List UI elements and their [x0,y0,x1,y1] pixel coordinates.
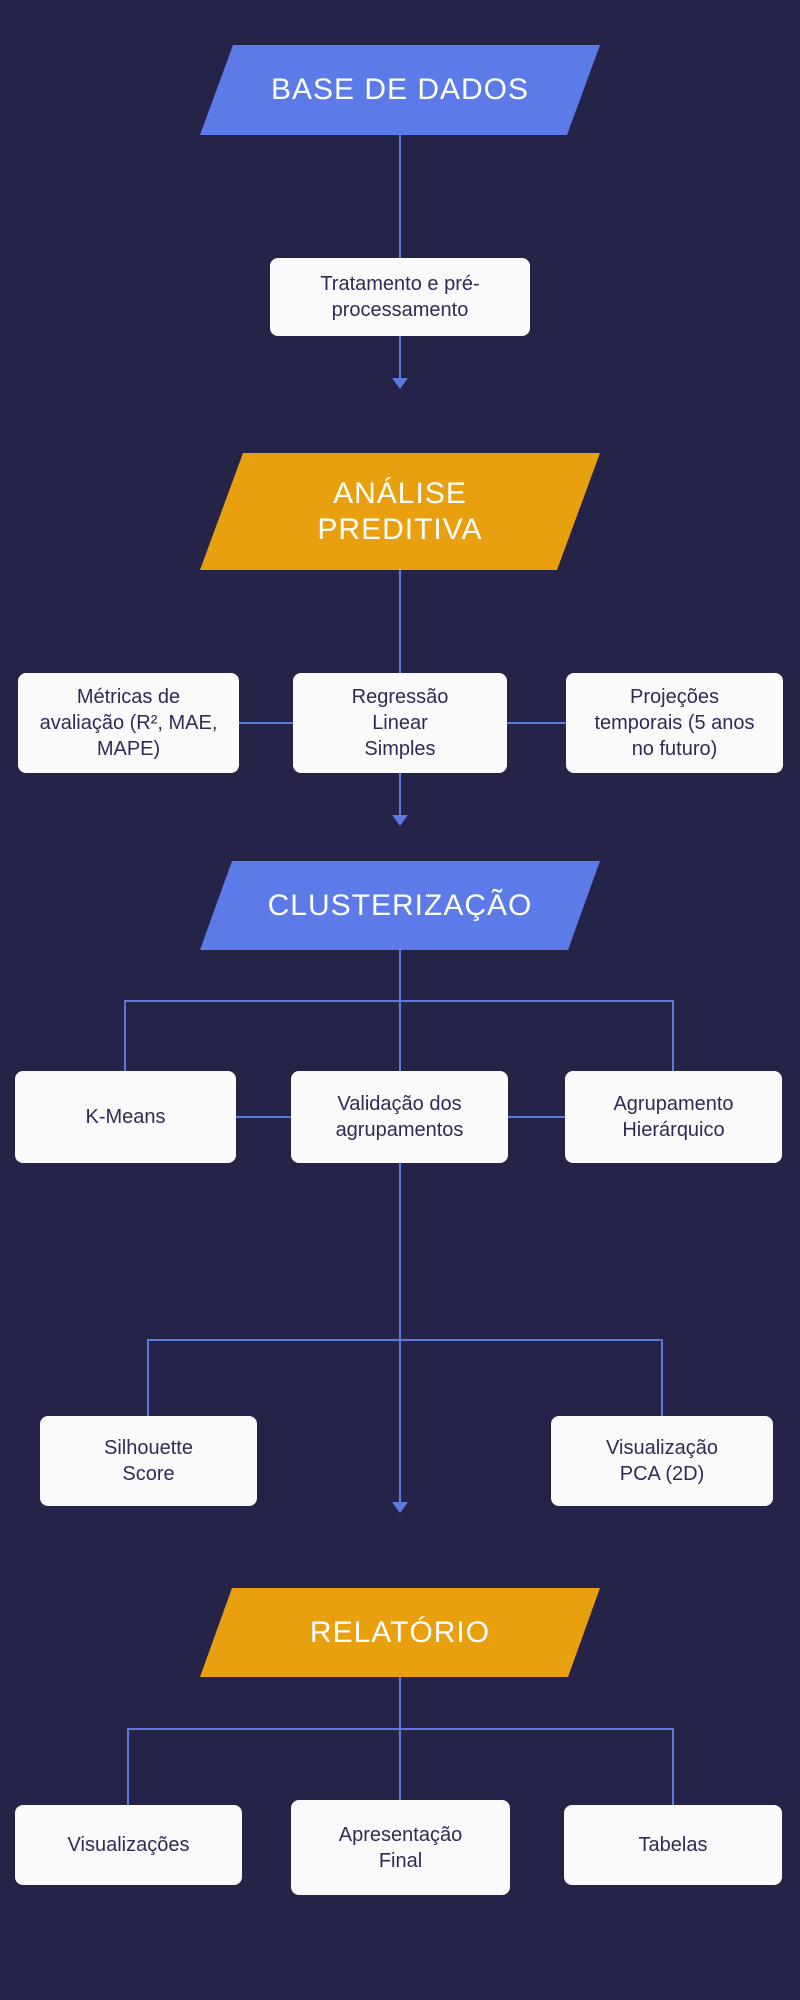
node-apresentacao: Apresentação Final [291,1800,510,1895]
node-pca: Visualização PCA (2D) [551,1416,773,1506]
connector-branch-to-kmeans [124,1000,126,1071]
connector-cluster-to-validacao [399,950,401,1071]
node-agrupamento-hierarquico-label: Agrupamento Hierárquico [613,1093,734,1141]
connector-validacao-branch [147,1339,662,1341]
node-apresentacao-label: Apresentação Final [338,1823,463,1872]
node-projecoes: Projeções temporais (5 anos no futuro) [566,673,783,773]
connector-tratamento-to-analise [399,336,401,380]
node-metricas-label: Métricas de avaliação (R², MAE, MAPE) [39,686,218,760]
connector-regressao-to-cluster [399,773,401,817]
connector-relatorio-branch [127,1728,674,1730]
connector-kmeans-validacao [236,1116,291,1118]
stage-relatorio-label: RELATÓRIO [309,1615,491,1649]
node-metricas: Métricas de avaliação (R², MAE, MAPE) [18,673,239,773]
connector-validacao-agrupamento [508,1116,565,1118]
connector-regressao-projecoes [507,722,566,724]
node-visualizacoes: Visualizações [15,1805,242,1885]
stage-analise-preditiva: ANÁLISE PREDITIVA [200,453,600,570]
stage-analise-preditiva-label: ANÁLISE PREDITIVA [317,477,483,546]
arrowhead-down-icon [392,378,408,389]
node-tabelas-label: Tabelas [638,1834,708,1856]
connector-branch-to-tabelas [672,1728,674,1805]
arrowhead-down-icon [392,815,408,826]
stage-clusterizacao: CLUSTERIZAÇÃO [200,861,600,950]
node-tratamento-label: Tratamento e pré- processamento [320,273,480,321]
node-validacao: Validação dos agrupamentos [291,1071,508,1163]
stage-relatorio: RELATÓRIO [200,1588,600,1677]
node-projecoes-label: Projeções temporais (5 anos no futuro) [594,686,755,760]
node-kmeans-label: K-Means [85,1106,166,1128]
connector-validacao-to-relatorio [399,1163,401,1502]
node-tabelas: Tabelas [564,1805,782,1885]
node-agrupamento-hierarquico: Agrupamento Hierárquico [565,1071,782,1163]
connector-relatorio-to-apresentacao [399,1677,401,1800]
node-silhouette: Silhouette Score [40,1416,257,1506]
node-regressao-label: Regressão Linear Simples [351,686,449,760]
connector-metricas-regressao [239,722,293,724]
connector-analise-to-regressao [399,570,401,673]
node-tratamento: Tratamento e pré- processamento [270,258,530,336]
connector-base-to-tratamento [399,135,401,258]
stage-base-de-dados: BASE DE DADOS [200,45,600,135]
node-pca-label: Visualização PCA (2D) [606,1437,718,1485]
arrowhead-down-icon [392,1502,408,1513]
node-visualizacoes-label: Visualizações [67,1834,190,1856]
node-kmeans: K-Means [15,1071,236,1163]
node-validacao-label: Validação dos agrupamentos [335,1093,464,1141]
node-regressao: Regressão Linear Simples [293,673,507,773]
connector-branch-to-pca [661,1339,663,1416]
node-silhouette-label: Silhouette Score [104,1437,193,1485]
connector-branch-to-silhouette [147,1339,149,1416]
connector-branch-to-agrupamento [672,1000,674,1071]
stage-base-de-dados-label: BASE DE DADOS [270,73,530,107]
stage-clusterizacao-label: CLUSTERIZAÇÃO [267,888,533,922]
connector-branch-to-visualizacoes [127,1728,129,1805]
connector-cluster-branch [124,1000,674,1002]
